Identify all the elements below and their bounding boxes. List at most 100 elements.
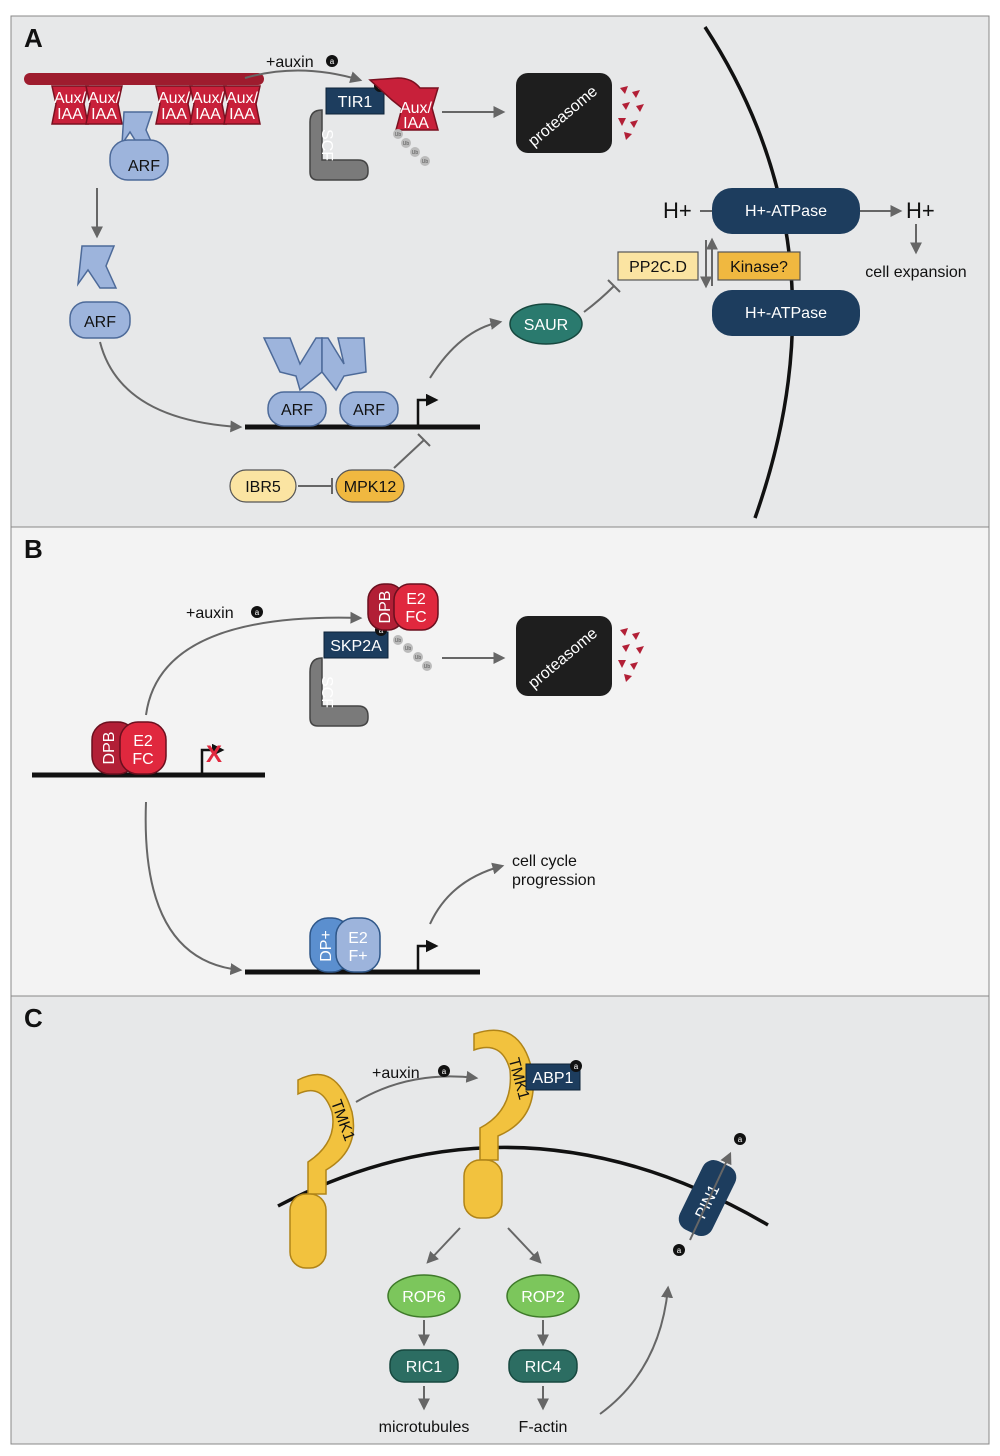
kinase-label: Kinase? xyxy=(730,259,788,276)
panel-c-letter: C xyxy=(24,1003,43,1033)
auxin-out-badge: a xyxy=(738,1135,743,1144)
auxin-in-dot xyxy=(673,1244,685,1256)
auxin-badge-b-dot xyxy=(251,606,263,618)
h-plus-right: H+ xyxy=(906,198,935,223)
dpb-degraded-label: DPB xyxy=(377,591,394,624)
scf-tir1-complex: SCF TIR1 a Aux/ IAA Ub Ub Ub Ub xyxy=(309,77,440,181)
pp2c-d-label: PP2C.D xyxy=(629,259,687,276)
auxin-out-dot xyxy=(734,1133,746,1145)
tir1-aux-iaa-label-bottom: IAA xyxy=(403,115,429,132)
arf-bound-label: ARF xyxy=(128,158,160,175)
e2fc-bound-label-top: E2 xyxy=(133,733,153,750)
ub-b-1: Ub xyxy=(395,638,402,644)
auxin-badge-a: a xyxy=(330,57,335,66)
h-atpase-inactive: H+-ATPase xyxy=(712,290,860,336)
pp2c-d-box: PP2C.D xyxy=(617,251,699,281)
dpb-e2fc-bound: DPB E2 FC xyxy=(91,721,167,775)
saur-label: SAUR xyxy=(524,317,568,334)
proteasome-a: proteasome xyxy=(516,73,644,153)
transcription-start-b-active xyxy=(416,939,439,970)
aux-iaa-2-label-bottom: IAA xyxy=(91,106,117,123)
aux-iaa-5: Aux/ IAA xyxy=(223,85,261,125)
arf-bound: ARF xyxy=(109,111,169,181)
aux-iaa-3-label-bottom: IAA xyxy=(161,106,187,123)
e2f-plus-label-top: E2 xyxy=(348,930,368,947)
aux-iaa-3: Aux/ IAA xyxy=(155,85,193,125)
h-atpase-active: H+-ATPase xyxy=(712,188,860,234)
mpk12-label: MPK12 xyxy=(344,479,397,496)
ric1-node: RIC1 xyxy=(389,1349,459,1383)
aux-iaa-3-label-top: Aux/ xyxy=(158,90,191,107)
cell-cycle-label-line1: cell cycle xyxy=(512,853,577,870)
tir1-aux-iaa-label-top: Aux/ xyxy=(400,100,433,117)
arf-dimer-right-label: ARF xyxy=(353,402,385,419)
ubiquitin-chain-b: Ub Ub Ub Ub xyxy=(393,635,432,671)
scf-label-a: SCF xyxy=(318,129,335,161)
auxin-in-badge: a xyxy=(677,1246,682,1255)
scf-label-b: SCF xyxy=(318,676,335,708)
dp-e2f-bound: DP+ E2 F+ xyxy=(309,917,381,973)
kinase-box: Kinase? xyxy=(717,251,801,281)
aux-iaa-2: Aux/ IAA xyxy=(85,85,123,125)
tmk1-active: TMK1 ABP1 a xyxy=(463,1029,582,1219)
aux-iaa-1: Aux/ IAA xyxy=(51,85,89,125)
e2fc-degraded-label-bottom: FC xyxy=(405,609,426,626)
peptide-fragments-a xyxy=(618,86,644,140)
dp-plus-label: DP+ xyxy=(318,930,335,962)
aux-iaa-chain: Aux/ IAA Aux/ IAA Aux/ IAA Aux/ IAA Aux/ xyxy=(24,73,264,125)
ub-b-4: Ub xyxy=(424,664,431,670)
factin-label: F-actin xyxy=(519,1419,568,1436)
ub-a-4: Ub xyxy=(422,159,429,165)
arrow-arf-to-dna xyxy=(99,341,243,433)
transcription-start-b-blocked xyxy=(200,743,225,773)
abp1-auxin-badge: a xyxy=(574,1062,579,1071)
rop6-label: ROP6 xyxy=(402,1289,446,1306)
skp2a-label: SKP2A xyxy=(330,638,382,655)
mpk12-node: MPK12 xyxy=(335,469,405,503)
aux-iaa-1-label-bottom: IAA xyxy=(57,106,83,123)
ric1-label: RIC1 xyxy=(406,1359,443,1376)
auxin-label-c: +auxin xyxy=(372,1065,420,1082)
rop2-node: ROP2 xyxy=(506,1274,580,1318)
saur-inhibit-bar xyxy=(607,279,621,293)
panel-b-letter: B xyxy=(24,534,43,564)
e2f-plus-label-bottom: F+ xyxy=(348,948,367,965)
arrow-to-rop2 xyxy=(507,1227,542,1264)
transcription-start-a xyxy=(416,393,439,425)
arf-free-label: ARF xyxy=(84,314,116,331)
saur-node: SAUR xyxy=(509,303,583,345)
aux-iaa-chain-bar xyxy=(24,73,264,85)
e2fc-bound-label-bottom: FC xyxy=(132,751,153,768)
mpk12-inhibits-transcription xyxy=(393,439,425,469)
rop2-label: ROP2 xyxy=(521,1289,565,1306)
aux-iaa-4: Aux/ IAA xyxy=(189,85,227,125)
panel-c-background xyxy=(10,995,990,1445)
e2fc-degraded-label-top: E2 xyxy=(406,591,426,608)
arf-dimer: ARF ARF xyxy=(262,337,399,427)
auxin-badge-b: a xyxy=(255,608,260,617)
ibr5-label: IBR5 xyxy=(245,479,281,496)
auxin-efflux-arrow xyxy=(689,1151,732,1241)
rop6-node: ROP6 xyxy=(387,1274,461,1318)
panel-a: A Aux/ IAA Aux/ IAA Aux/ IAA Aux/ xyxy=(10,15,990,528)
blocked-transcription-mark: X xyxy=(206,741,222,768)
panel-c: C TMK1 +auxin a TMK1 ABP1 a PIN1 xyxy=(10,995,990,1445)
ub-b-3: Ub xyxy=(415,655,422,661)
h-atpase-active-label: H+-ATPase xyxy=(745,203,827,220)
cell-expansion-label: cell expansion xyxy=(865,264,966,281)
arrow-to-saur xyxy=(429,318,503,379)
aux-iaa-4-label-top: Aux/ xyxy=(192,90,225,107)
arrow-to-rop6 xyxy=(426,1227,461,1264)
ub-a-3: Ub xyxy=(412,150,419,156)
saur-inhibits-pp2c xyxy=(583,285,615,313)
ric4-node: RIC4 xyxy=(508,1349,578,1383)
auxin-arrow-b xyxy=(145,611,363,716)
h-plus-left: H+ xyxy=(663,198,692,223)
tir1-label: TIR1 xyxy=(338,94,373,111)
auxin-arrow-a: +auxin a xyxy=(244,54,363,83)
cell-cycle-label-line2: progression xyxy=(512,872,596,889)
abp1-label: ABP1 xyxy=(533,1070,574,1087)
ibr5-node: IBR5 xyxy=(229,469,297,503)
ub-b-2: Ub xyxy=(405,646,412,652)
